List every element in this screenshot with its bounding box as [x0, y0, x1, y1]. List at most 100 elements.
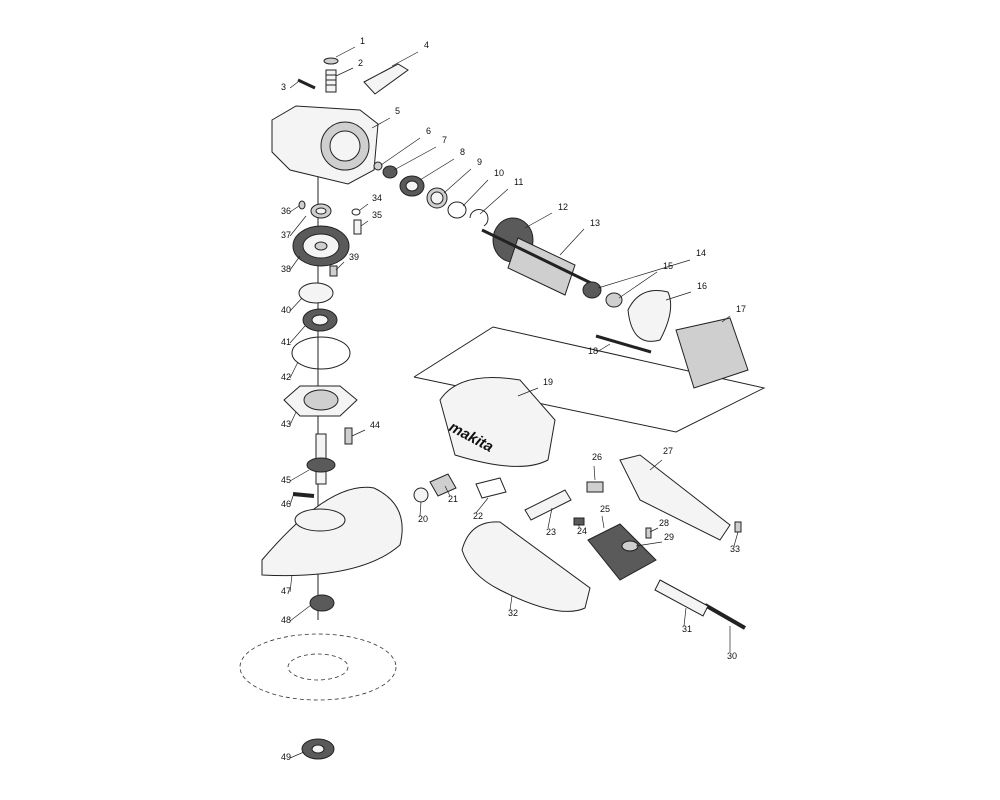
part-20-cap[interactable]: [413, 487, 429, 503]
part-9-bearing-retainer[interactable]: [426, 187, 448, 209]
part-number-11[interactable]: 11: [514, 177, 523, 187]
part-number-23[interactable]: 23: [546, 527, 556, 537]
part-27-handle-cover[interactable]: [619, 454, 731, 541]
part-1-washer[interactable]: [323, 57, 339, 65]
part-14-bearing[interactable]: [582, 281, 602, 299]
part-number-10[interactable]: 10: [494, 168, 504, 178]
part-number-33[interactable]: 33: [730, 544, 740, 554]
part-number-9[interactable]: 9: [477, 157, 482, 167]
part-45-spindle[interactable]: [306, 433, 336, 485]
part-10-ring[interactable]: [447, 201, 467, 219]
part-22-label[interactable]: [475, 477, 507, 499]
part-number-31[interactable]: 31: [682, 624, 692, 634]
part-43-bearing-box[interactable]: [283, 385, 358, 417]
part-number-40[interactable]: 40: [281, 305, 291, 315]
part-8-bearing[interactable]: [399, 175, 425, 197]
part-11-retaining-ring[interactable]: [469, 209, 489, 227]
part-number-28[interactable]: 28: [659, 518, 669, 528]
part-42-packing[interactable]: [291, 336, 351, 370]
part-number-26[interactable]: 26: [592, 452, 602, 462]
part-47-wheel-guard[interactable]: [261, 486, 403, 577]
part-16-baffle-plate[interactable]: [627, 290, 672, 342]
part-number-36[interactable]: 36: [281, 206, 291, 216]
part-21-switch-lever[interactable]: [429, 473, 457, 497]
part-36-pin[interactable]: [298, 200, 306, 210]
part-number-42[interactable]: 42: [281, 372, 291, 382]
part-2-spring[interactable]: [325, 69, 337, 93]
part-number-18[interactable]: 18: [588, 346, 598, 356]
part-number-29[interactable]: 29: [664, 532, 674, 542]
part-number-30[interactable]: 30: [727, 651, 737, 661]
part-number-22[interactable]: 22: [473, 511, 483, 521]
part-28-screw[interactable]: [645, 527, 652, 539]
part-number-6[interactable]: 6: [426, 126, 431, 136]
part-number-32[interactable]: 32: [508, 608, 518, 618]
part-number-27[interactable]: 27: [663, 446, 673, 456]
part-7-spiral-pinion[interactable]: [382, 165, 398, 179]
part-number-21[interactable]: 21: [448, 494, 458, 504]
part-3-screw[interactable]: [297, 78, 316, 90]
part-number-3[interactable]: 3: [281, 82, 286, 92]
part-number-16[interactable]: 16: [697, 281, 707, 291]
part-number-48[interactable]: 48: [281, 615, 291, 625]
part-number-35[interactable]: 35: [372, 210, 382, 220]
part-15-insulation-washer[interactable]: [605, 292, 623, 308]
part-31-cord-guard[interactable]: [654, 579, 709, 617]
part-30-cord[interactable]: [704, 603, 746, 630]
part-number-19[interactable]: 19: [543, 377, 553, 387]
part-44-screw[interactable]: [344, 427, 353, 445]
part-6-nut[interactable]: [373, 161, 383, 171]
part-13-armature[interactable]: [481, 228, 596, 296]
part-41-bearing[interactable]: [302, 308, 338, 332]
part-17-field[interactable]: [675, 317, 749, 389]
part-number-1[interactable]: 1: [360, 36, 365, 46]
part-number-17[interactable]: 17: [736, 304, 746, 314]
part-number-43[interactable]: 43: [281, 419, 291, 429]
part-number-8[interactable]: 8: [460, 147, 465, 157]
part-38-spiral-bevel-gear[interactable]: [292, 225, 350, 267]
part-19-motor-housing[interactable]: makita: [439, 377, 556, 467]
part-number-5[interactable]: 5: [395, 106, 400, 116]
part-5-gear-housing[interactable]: [271, 105, 379, 185]
part-33-screw[interactable]: [734, 521, 742, 533]
part-32-handle-set[interactable]: [461, 521, 591, 612]
part-39-screw[interactable]: [329, 265, 338, 277]
part-number-12[interactable]: 12: [558, 202, 568, 212]
part-23-carbon-brush-holder[interactable]: [524, 489, 572, 521]
part-40-retainer-plate[interactable]: [298, 282, 334, 304]
part-number-14[interactable]: 14: [696, 248, 706, 258]
part-number-49[interactable]: 49: [281, 752, 291, 762]
leader-line-28: [649, 527, 659, 533]
part-number-25[interactable]: 25: [600, 504, 610, 514]
part-number-41[interactable]: 41: [281, 337, 291, 347]
part-number-47[interactable]: 47: [281, 586, 291, 596]
part-35-lock-pin[interactable]: [353, 219, 362, 235]
part-25-switch[interactable]: [587, 523, 657, 581]
part-number-39[interactable]: 39: [349, 252, 359, 262]
part-number-20[interactable]: 20: [418, 514, 428, 524]
part-48-inner-flange[interactable]: [309, 594, 335, 612]
part-number-13[interactable]: 13: [590, 218, 600, 228]
part-46-screw[interactable]: [292, 492, 315, 498]
part-24-carbon-brush[interactable]: [573, 517, 585, 526]
part-number-38[interactable]: 38: [281, 264, 291, 274]
part-number-45[interactable]: 45: [281, 475, 291, 485]
part-number-37[interactable]: 37: [281, 230, 291, 240]
part-29-strain-relief[interactable]: [621, 540, 639, 552]
part-49-lock-nut[interactable]: [301, 738, 335, 760]
part-37-bearing[interactable]: [310, 203, 332, 219]
part-26-carbon-brush[interactable]: [586, 481, 604, 493]
part-number-7[interactable]: 7: [442, 135, 447, 145]
part-34-ring[interactable]: [351, 208, 361, 216]
part-number-24[interactable]: 24: [577, 526, 587, 536]
part-number-34[interactable]: 34: [372, 193, 382, 203]
part-number-44[interactable]: 44: [370, 420, 380, 430]
part-4-lever[interactable]: [363, 63, 409, 95]
leader-line-29: [635, 541, 663, 547]
part-18-screw[interactable]: [595, 334, 652, 354]
part-number-4[interactable]: 4: [424, 40, 429, 50]
part-number-15[interactable]: 15: [663, 261, 673, 271]
part-number-2[interactable]: 2: [358, 58, 363, 68]
leader-line-31: [683, 607, 687, 627]
part-number-46[interactable]: 46: [281, 499, 291, 509]
